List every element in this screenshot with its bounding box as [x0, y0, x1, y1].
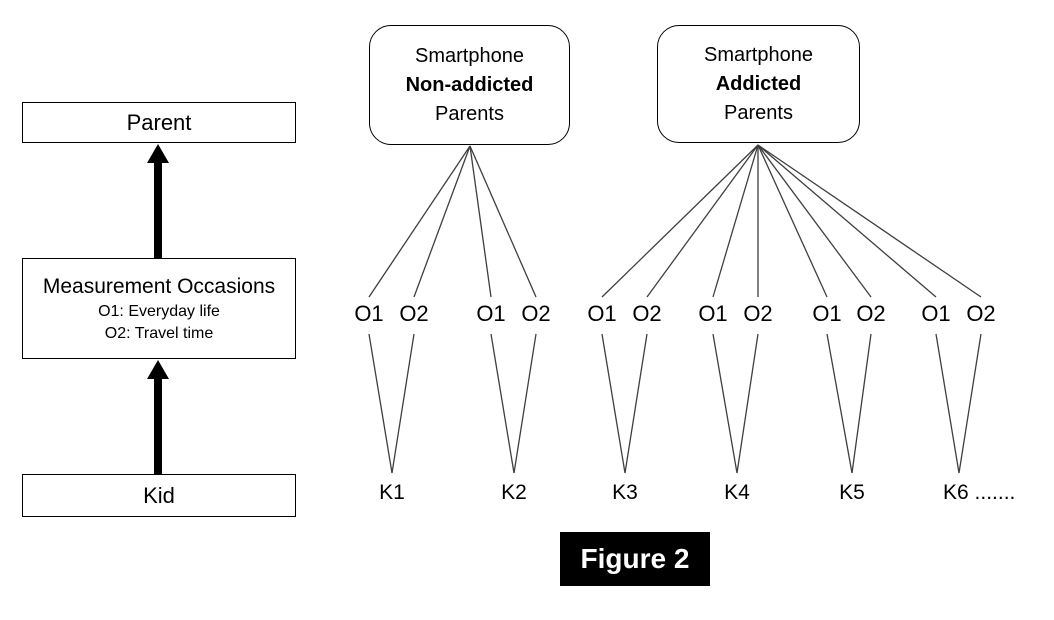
v-line-o1-k3	[601, 333, 626, 474]
fan-line-addicted	[646, 144, 759, 298]
v-line-o2-k4	[736, 333, 759, 474]
figure-caption-label: Figure 2	[580, 543, 690, 574]
v-line-o1-k5	[826, 333, 853, 474]
kid-label-k2: K2	[501, 481, 527, 504]
figure-caption: Figure 2	[560, 532, 710, 586]
v-line-o2-k6	[958, 333, 982, 474]
fan-line-non-addicted	[368, 145, 471, 298]
occasion-label-o2-k2: O2	[521, 301, 551, 326]
smartphone-addicted-parents-box: Smartphone Addicted Parents	[657, 25, 860, 143]
group-addicted-line3: Parents	[724, 101, 793, 124]
v-line-o2-k3	[624, 333, 648, 474]
v-line-o2-k5	[851, 333, 872, 474]
kid-label-k6: K6 .......	[943, 481, 1016, 504]
fan-line-addicted	[757, 144, 937, 298]
fan-line-addicted	[757, 144, 982, 298]
fan-line-non-addicted	[469, 145, 537, 298]
v-line-o1-k1	[368, 333, 393, 474]
occasion-label-o1-k6: O1	[921, 301, 951, 326]
v-line-o1-k4	[712, 333, 738, 474]
smartphone-non-addicted-parents-box: Smartphone Non-addicted Parents	[369, 25, 570, 145]
group-addicted-line1: Smartphone	[704, 43, 813, 66]
occasion-label-o2-k3: O2	[632, 301, 662, 326]
kid-box-label: Kid	[143, 482, 175, 508]
occasion-label-o2-k1: O2	[399, 301, 429, 326]
fan-line-addicted	[757, 144, 828, 298]
occasion-label-o1-k2: O1	[476, 301, 506, 326]
kid-label-k4: K4	[724, 481, 750, 504]
parent-box: Parent	[22, 102, 296, 143]
v-line-o1-k2	[490, 333, 515, 474]
parent-box-label: Parent	[126, 109, 192, 135]
group-non-addicted-line3: Parents	[435, 102, 504, 125]
measurement-occasion-2-label: O2: Travel time	[104, 324, 214, 342]
fan-line-non-addicted	[413, 145, 471, 298]
up-arrow-kid-to-measurement	[147, 360, 169, 475]
kid-box: Kid	[22, 474, 296, 517]
v-line-o1-k6	[935, 333, 960, 474]
measurement-occasion-1-label: O1: Everyday life	[98, 302, 220, 320]
measurement-occasions-title: Measurement Occasions	[42, 274, 276, 298]
occasion-label-o1-k5: O1	[812, 301, 842, 326]
up-arrow-measurement-to-parent	[147, 144, 169, 259]
fan-line-addicted	[601, 144, 759, 298]
occasion-label-o2-k6: O2	[966, 301, 996, 326]
occasion-label-o1-k3: O1	[587, 301, 617, 326]
kid-label-k1: K1	[379, 481, 405, 504]
kid-label-k5: K5	[839, 481, 865, 504]
group-non-addicted-line2: Non-addicted	[405, 73, 534, 96]
measurement-occasions-box: Measurement Occasions O1: Everyday life …	[22, 258, 296, 359]
occasion-label-o1-k4: O1	[698, 301, 728, 326]
fan-line-addicted	[757, 144, 872, 298]
v-line-o2-k1	[391, 333, 415, 474]
fan-line-addicted	[712, 144, 759, 298]
group-non-addicted-line1: Smartphone	[415, 44, 524, 67]
occasion-label-o2-k4: O2	[743, 301, 773, 326]
occasion-label-o2-k5: O2	[856, 301, 886, 326]
fan-line-non-addicted	[469, 145, 492, 298]
occasion-label-o1-k1: O1	[354, 301, 384, 326]
v-line-o2-k2	[513, 333, 537, 474]
kid-label-k3: K3	[612, 481, 638, 504]
group-addicted-line2: Addicted	[715, 72, 802, 95]
